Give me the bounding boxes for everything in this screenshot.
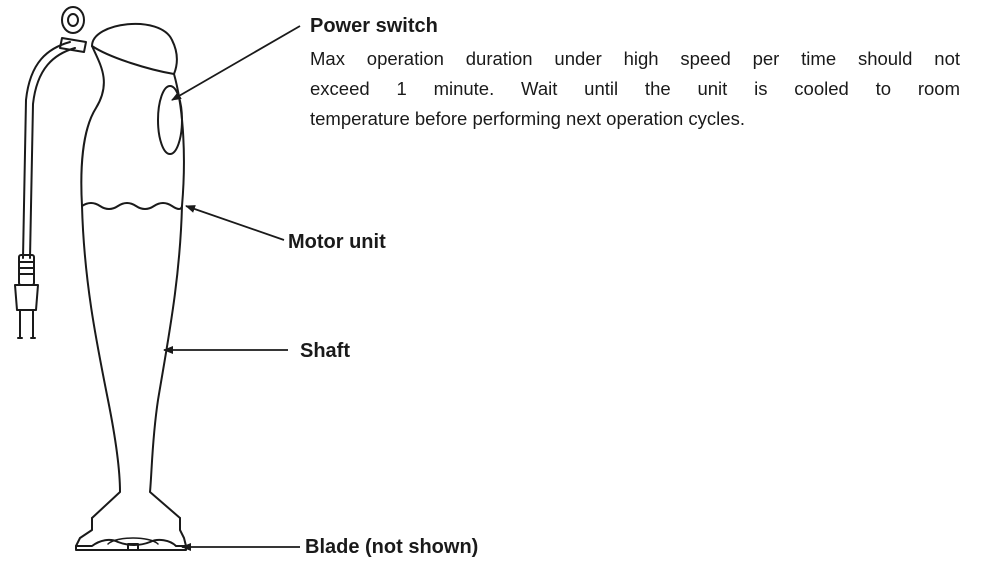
blender-body (75, 22, 187, 551)
motor-unit-label: Motor unit (288, 231, 386, 253)
power-switch-leader (171, 25, 301, 101)
usage-note-line: exceed 1 minute. Wait until the unit is … (310, 78, 960, 99)
motor-shaft-seam (81, 202, 183, 210)
power-cord (22, 6, 87, 259)
usage-note-line: Max operation duration under high speed … (310, 48, 960, 69)
shaft-label: Shaft (300, 340, 350, 362)
power-switch-button (157, 85, 183, 155)
power-plug (14, 254, 39, 339)
usage-note-line: temperature before performing next opera… (310, 108, 745, 129)
hanging-loop (61, 6, 85, 34)
usage-note: Max operation duration under high speed … (310, 44, 960, 134)
motor-unit-leader (185, 205, 285, 241)
power-switch-label: Power switch (310, 15, 438, 37)
blade-label: Blade (not shown) (305, 536, 479, 558)
